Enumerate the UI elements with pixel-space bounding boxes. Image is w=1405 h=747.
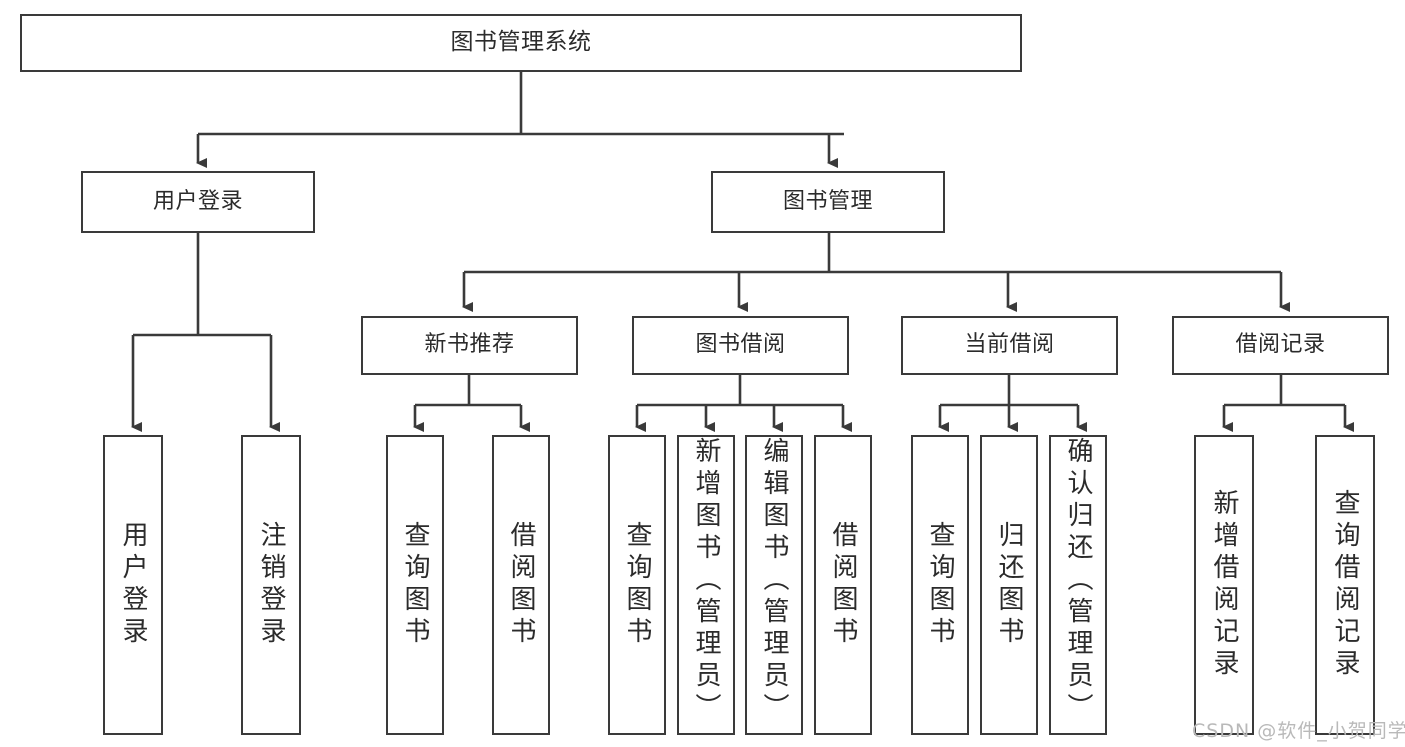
node-book-borrow[interactable]: 图书借阅 <box>632 316 849 375</box>
leaf-logout-label: 注销登录 <box>256 521 286 649</box>
leaf-add-record-wrap: 新增借阅记录 <box>1196 437 1252 733</box>
leaf-borrow-book-2[interactable]: 借阅图书 <box>814 435 872 735</box>
leaf-query-record[interactable]: 查询借阅记录 <box>1315 435 1375 735</box>
leaf-borrow-book-1-label: 借阅图书 <box>506 521 536 649</box>
leaf-add-book-label: 新增图书（管理员） <box>691 437 721 725</box>
node-user-login-label: 用户登录 <box>152 188 243 214</box>
leaf-edit-book-label: 编辑图书（管理员） <box>759 437 789 725</box>
leaf-query-book-2-wrap: 查询图书 <box>610 437 664 733</box>
leaf-query-book-2[interactable]: 查询图书 <box>608 435 666 735</box>
node-root[interactable]: 图书管理系统 <box>20 14 1022 72</box>
leaf-edit-book[interactable]: 编辑图书（管理员） <box>745 435 803 735</box>
leaf-user-login-label: 用户登录 <box>118 521 148 649</box>
leaf-query-book-1-label: 查询图书 <box>400 521 430 649</box>
node-new-book-recommend[interactable]: 新书推荐 <box>361 316 578 375</box>
leaf-return-book-wrap: 归还图书 <box>982 437 1036 733</box>
leaf-add-record-label: 新增借阅记录 <box>1209 489 1239 681</box>
leaf-borrow-book-1[interactable]: 借阅图书 <box>492 435 550 735</box>
leaf-query-book-1-wrap: 查询图书 <box>388 437 442 733</box>
node-root-label: 图书管理系统 <box>450 29 592 56</box>
leaf-query-book-3[interactable]: 查询图书 <box>911 435 969 735</box>
node-current-borrow[interactable]: 当前借阅 <box>901 316 1118 375</box>
node-book-manage-label: 图书管理 <box>782 188 873 214</box>
node-new-book-recommend-label: 新书推荐 <box>424 332 515 358</box>
leaf-user-login[interactable]: 用户登录 <box>103 435 163 735</box>
leaf-query-book-2-label: 查询图书 <box>622 521 652 649</box>
leaf-query-book-1[interactable]: 查询图书 <box>386 435 444 735</box>
leaf-user-login-wrap: 用户登录 <box>105 437 161 733</box>
leaf-add-record[interactable]: 新增借阅记录 <box>1194 435 1254 735</box>
leaf-query-record-label: 查询借阅记录 <box>1330 489 1360 681</box>
leaf-return-book[interactable]: 归还图书 <box>980 435 1038 735</box>
leaf-add-book[interactable]: 新增图书（管理员） <box>677 435 735 735</box>
leaf-confirm-return-label: 确认归还（管理员） <box>1063 437 1093 725</box>
leaf-borrow-book-2-wrap: 借阅图书 <box>816 437 870 733</box>
leaf-confirm-return[interactable]: 确认归还（管理员） <box>1049 435 1107 735</box>
node-book-borrow-label: 图书借阅 <box>695 332 786 358</box>
node-user-login[interactable]: 用户登录 <box>81 171 315 233</box>
leaf-borrow-book-2-label: 借阅图书 <box>828 521 858 649</box>
watermark-text: CSDN @软件_小贺同学 <box>1192 720 1405 742</box>
leaf-logout[interactable]: 注销登录 <box>241 435 301 735</box>
leaf-query-book-3-wrap: 查询图书 <box>913 437 967 733</box>
node-current-borrow-label: 当前借阅 <box>964 332 1055 358</box>
leaf-return-book-label: 归还图书 <box>994 521 1024 649</box>
leaf-borrow-book-1-wrap: 借阅图书 <box>494 437 548 733</box>
leaf-logout-wrap: 注销登录 <box>243 437 299 733</box>
node-borrow-record[interactable]: 借阅记录 <box>1172 316 1389 375</box>
leaf-query-record-wrap: 查询借阅记录 <box>1317 437 1373 733</box>
leaf-query-book-3-label: 查询图书 <box>925 521 955 649</box>
node-borrow-record-label: 借阅记录 <box>1235 332 1326 358</box>
node-book-manage[interactable]: 图书管理 <box>711 171 945 233</box>
